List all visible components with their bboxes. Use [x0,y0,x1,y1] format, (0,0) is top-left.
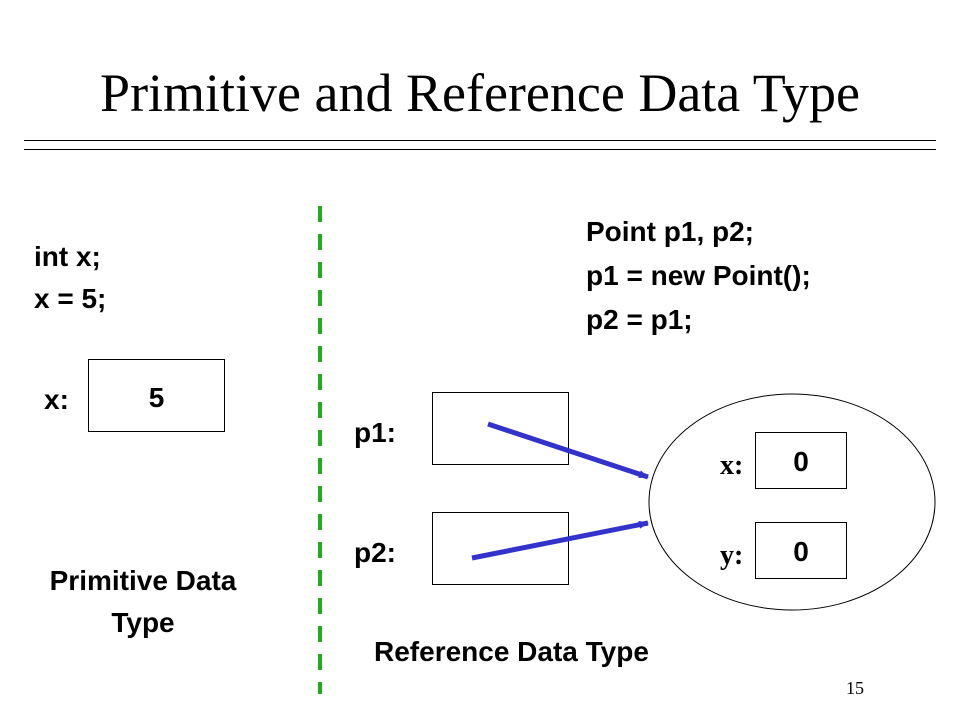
p2-variable-box [432,512,569,585]
primitive-caption: Primitive Data Type [49,565,237,638]
field-x-label: x: [720,450,744,481]
field-x-value: 0 [793,446,809,477]
reference-caption: Reference Data Type [374,636,649,667]
slide-title: Primitive and Reference Data Type [100,63,860,123]
page-number: 15 [846,678,864,698]
reference-code-line: p2 = p1; [586,304,693,335]
reference-code-line: Point p1, p2; [586,216,754,247]
primitive-code-line: x = 5; [34,283,107,314]
primitive-code: int x; x = 5; [34,236,106,320]
field-y-label: y: [720,540,744,571]
reference-code-line: p1 = new Point(); [586,260,811,291]
x-variable-label: x: [44,384,69,415]
title-rule-bottom [24,149,936,150]
x-variable-box: 5 [88,359,225,432]
title-rule-top [24,140,936,141]
primitive-code-line: int x; [34,241,101,272]
field-y-box: 0 [755,522,847,579]
x-variable-value: 5 [148,382,165,413]
p1-variable-box [432,392,569,465]
p1-variable-label: p1: [354,417,396,448]
field-y-value: 0 [793,536,809,567]
p2-variable-label: p2: [354,537,396,568]
reference-code: Point p1, p2; p1 = new Point(); p2 = p1; [586,210,811,342]
section-divider [318,206,322,694]
field-x-box: 0 [755,432,847,489]
